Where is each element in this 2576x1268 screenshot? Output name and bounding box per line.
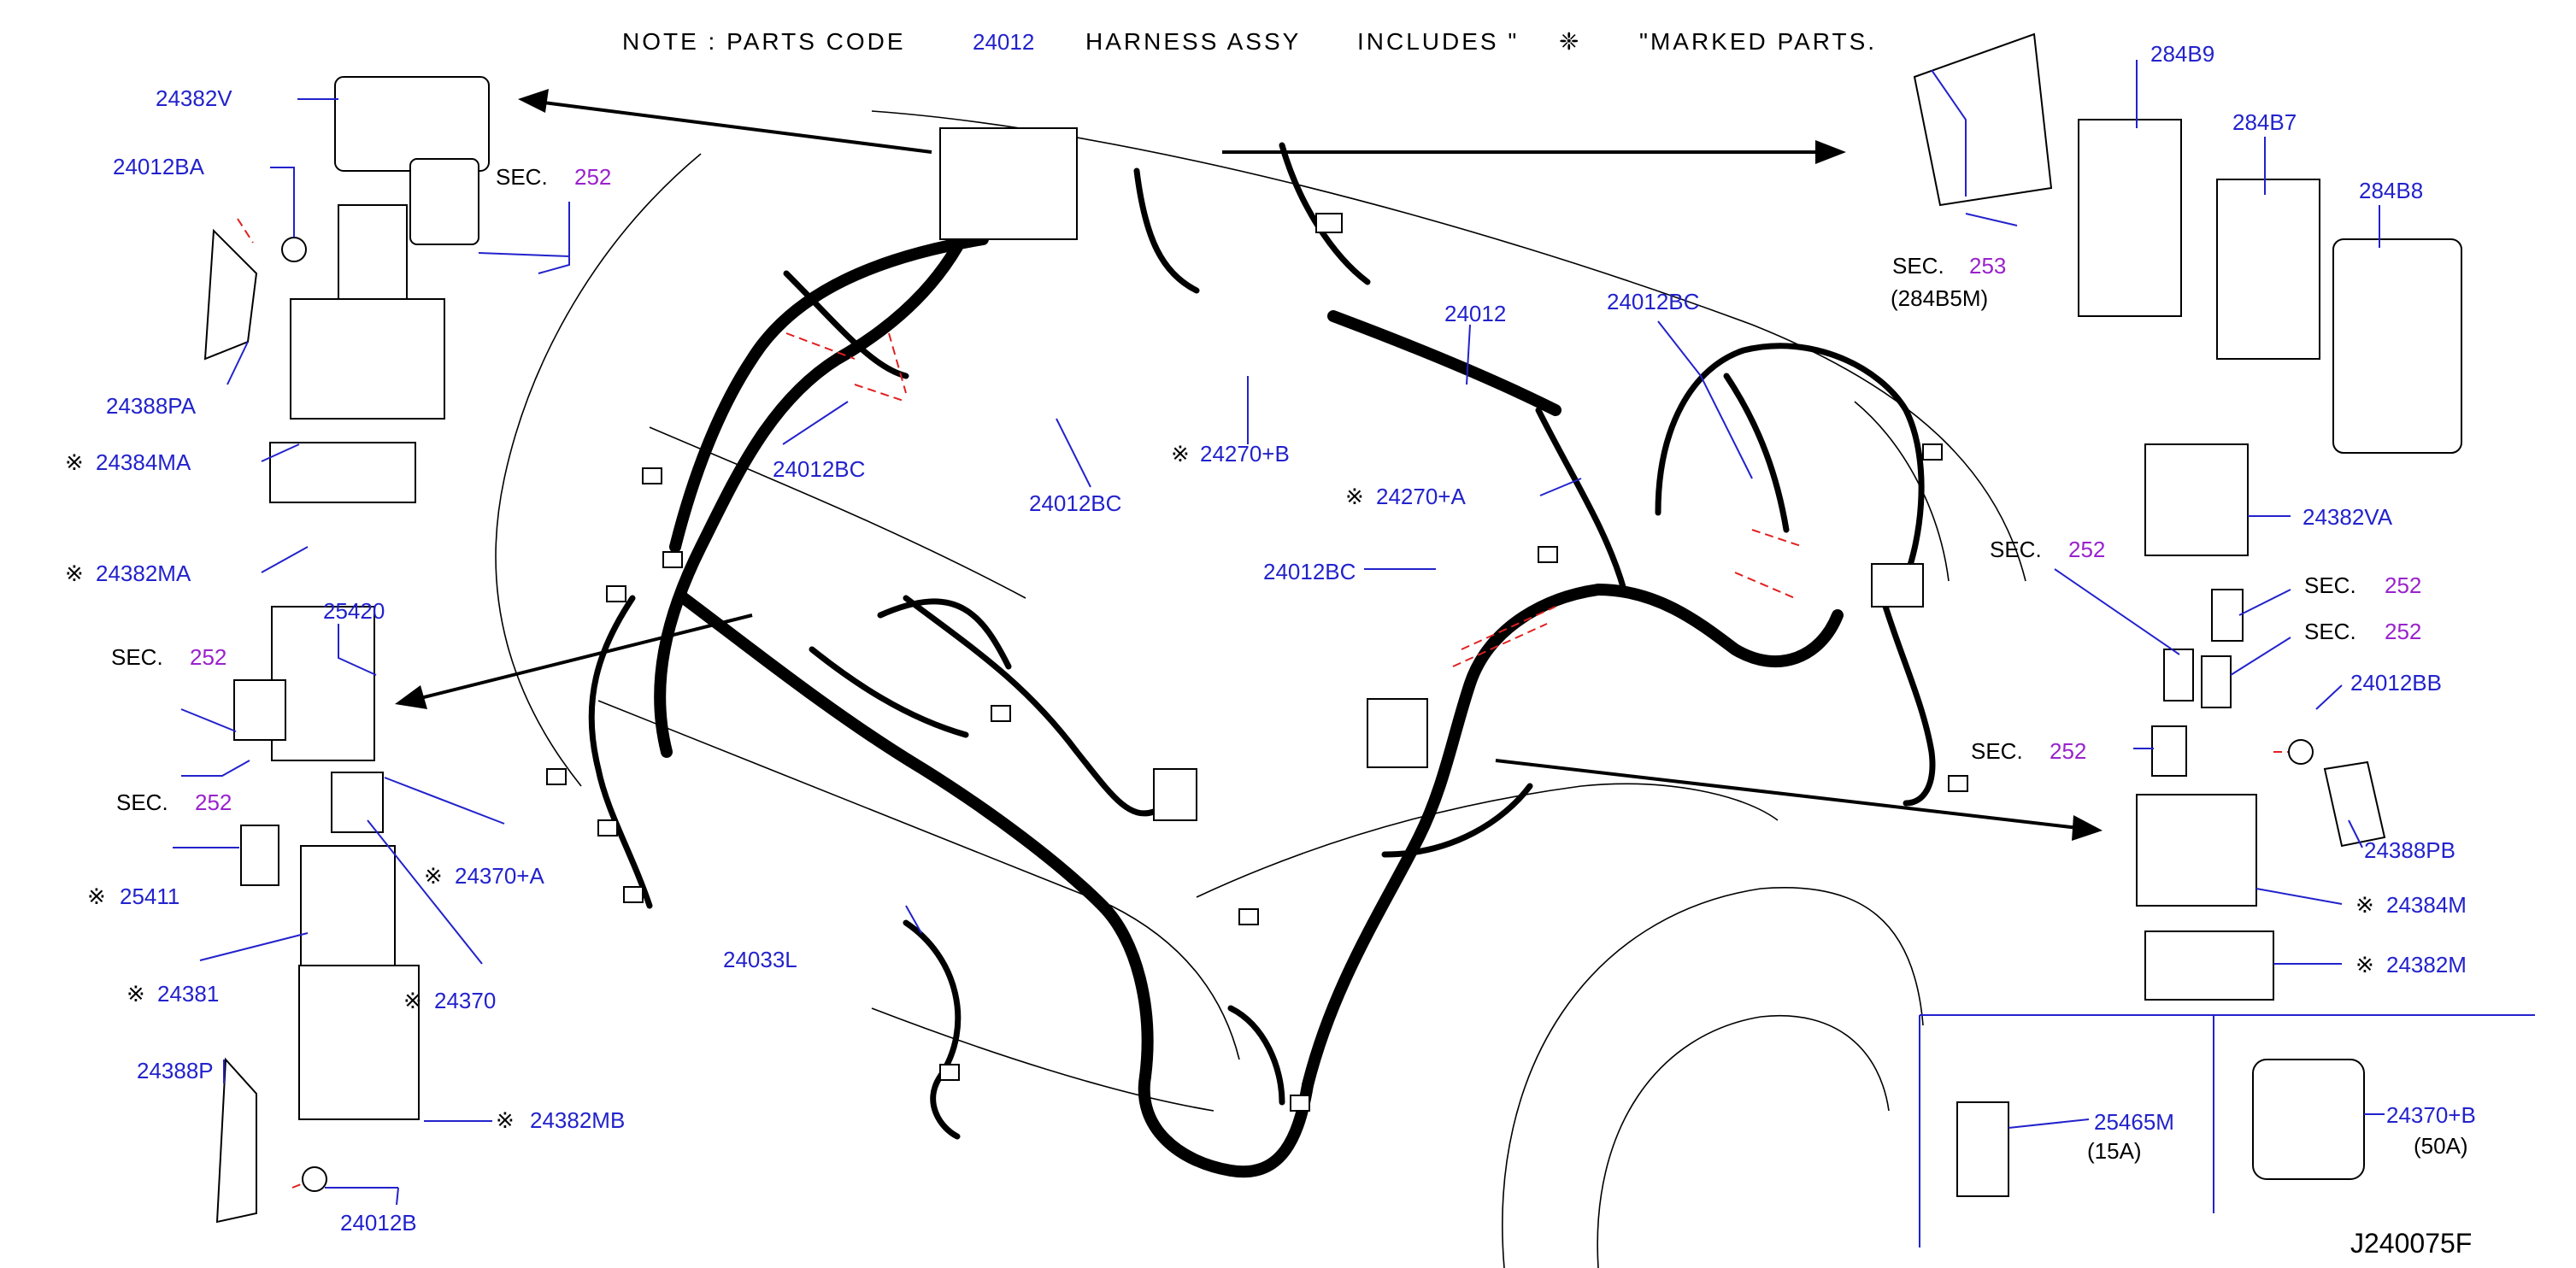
- mark-24270A: ※: [1345, 484, 1364, 509]
- label-284B7: 284B7: [2232, 109, 2297, 135]
- label-284B5M: (284B5M): [1891, 285, 1988, 311]
- label-24382M: 24382M: [2386, 952, 2467, 977]
- label-24382VA: 24382VA: [2303, 504, 2393, 530]
- sec-ref-3: 252: [195, 790, 232, 815]
- mark-24381: ※: [126, 981, 145, 1007]
- right-labels: 284B9 284B7 284B8 SEC. 253 (284B5M) 2438…: [1891, 41, 2476, 1164]
- label-284B9: 284B9: [2150, 41, 2214, 67]
- label-25420: 25420: [323, 598, 385, 624]
- label-24033L: 24033L: [723, 947, 797, 972]
- label-15A: (15A): [2087, 1138, 2142, 1164]
- diagram-code: J240075F: [2350, 1228, 2472, 1259]
- label-24012BB: 24012BB: [2350, 670, 2442, 696]
- sec-word-1: SEC.: [496, 164, 548, 190]
- sec-ref-1: 252: [574, 164, 611, 190]
- label-25411: 25411: [120, 883, 179, 909]
- label-24384MA: 24384MA: [96, 449, 191, 475]
- right-parts: [1913, 32, 2462, 1197]
- main-harness: [588, 142, 1936, 1178]
- vehicle-body-outline: [495, 110, 2026, 1268]
- label-284B8: 284B8: [2359, 178, 2423, 203]
- sec-word-4: SEC.: [1892, 253, 1944, 279]
- sec-ref-8: 252: [2050, 738, 2086, 764]
- label-24382MA: 24382MA: [96, 561, 191, 586]
- mark-24382MA: ※: [65, 561, 84, 586]
- sec-ref-6: 252: [2385, 572, 2421, 598]
- note-prefix: NOTE : PARTS CODE: [622, 28, 906, 55]
- label-24012BC-right: 24012BC: [1607, 289, 1699, 314]
- mark-24384MA: ※: [65, 449, 84, 475]
- label-24388PB: 24388PB: [2364, 837, 2455, 863]
- label-24384M: 24384M: [2386, 892, 2467, 918]
- note-harness-assy: HARNESS ASSY: [1085, 28, 1301, 55]
- sec-ref-5: 252: [2068, 537, 2105, 562]
- fastener-dashed-lines: [237, 218, 2308, 1189]
- label-24382MB: 24382MB: [530, 1107, 625, 1133]
- label-24012BC-mid: 24012BC: [1029, 490, 1121, 516]
- note-parts-code: 24012: [973, 29, 1034, 55]
- label-24382V: 24382V: [156, 85, 232, 111]
- label-24012BA: 24012BA: [113, 154, 205, 179]
- label-24370: 24370: [434, 988, 496, 1013]
- sec-word-5: SEC.: [1990, 537, 2042, 562]
- mark-24382M: ※: [2355, 952, 2374, 977]
- label-24388P: 24388P: [137, 1058, 214, 1083]
- mark-24270B: ※: [1171, 441, 1190, 467]
- label-24270A: 24270+A: [1376, 484, 1466, 509]
- sec-word-7: SEC.: [2304, 619, 2356, 644]
- mark-24370: ※: [403, 988, 422, 1013]
- label-24012BC-centre: 24012BC: [1263, 559, 1356, 584]
- label-24012BC-left: 24012BC: [773, 456, 865, 482]
- note-mark-symbol: ❈: [1559, 28, 1581, 55]
- left-parts: [203, 76, 490, 1224]
- note-suffix: "MARKED PARTS.: [1639, 28, 1877, 55]
- label-24370B: 24370+B: [2386, 1102, 2476, 1128]
- centre-labels: 24012BC 24012BC ※ 24270+B 24012 24012BC …: [723, 289, 1699, 972]
- mark-25411: ※: [87, 883, 106, 909]
- inset-frame: [1919, 1014, 2535, 1247]
- sec-ref-7: 252: [2385, 619, 2421, 644]
- label-24381: 24381: [157, 981, 219, 1007]
- sec-ref-4: 253: [1969, 253, 2006, 279]
- mark-24384M: ※: [2355, 892, 2374, 918]
- left-labels: 24382V 24012BA SEC. 252 24388PA ※ 24384M…: [65, 85, 625, 1236]
- leader-lines: [173, 60, 2385, 1206]
- pointer-arrows: [395, 89, 2103, 841]
- label-24370A: 24370+A: [455, 863, 544, 889]
- sec-ref-2: 252: [190, 644, 226, 670]
- label-24012-main: 24012: [1444, 301, 1506, 326]
- note-includes: INCLUDES ": [1357, 28, 1519, 55]
- harness-connectors: [546, 127, 1968, 1112]
- label-25465M: 25465M: [2094, 1109, 2174, 1135]
- label-24388PA: 24388PA: [106, 393, 197, 419]
- sec-word-2: SEC.: [111, 644, 163, 670]
- sec-word-6: SEC.: [2304, 572, 2356, 598]
- header-note: NOTE : PARTS CODE 24012 HARNESS ASSY INC…: [622, 28, 1877, 55]
- label-24012B: 24012B: [340, 1210, 417, 1236]
- sec-word-8: SEC.: [1971, 738, 2023, 764]
- mark-24382MB: ※: [496, 1107, 515, 1133]
- sec-word-3: SEC.: [116, 790, 168, 815]
- label-24270B: 24270+B: [1200, 441, 1290, 467]
- mark-24370A: ※: [424, 863, 443, 889]
- label-50A: (50A): [2414, 1133, 2468, 1159]
